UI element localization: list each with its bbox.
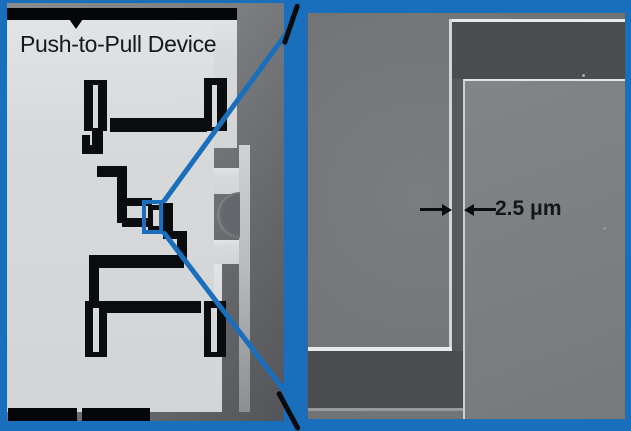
measurement-label: 2.5 μm	[495, 197, 562, 220]
frame-bridge-upper	[214, 168, 239, 194]
specimen-gap-right	[163, 203, 173, 239]
stair-cut-8	[177, 231, 187, 261]
indenter-notch	[217, 192, 240, 238]
flexure-beam-top-left	[93, 85, 98, 129]
alignment-notch-marker	[69, 19, 83, 29]
arrow-left-icon	[464, 204, 474, 216]
flexure-beam-bottom-left	[93, 308, 99, 352]
stair-cut-4	[117, 166, 127, 223]
sem-closeup-panel: 2.5 μm	[308, 13, 625, 419]
callout-line-upper-tip	[281, 3, 301, 46]
flexure-beam-bottom-right	[211, 308, 217, 352]
top-dark-strip	[7, 8, 237, 20]
arrow-right-shaft	[420, 208, 442, 211]
bottom-dark-strip-left	[8, 408, 77, 421]
shuttle-slot-bottom-bar-2	[99, 301, 201, 313]
stair-cut-1	[92, 128, 103, 151]
bottom-dark-strip-right	[82, 408, 150, 421]
sem-overview-panel: Push-to-Pull Device	[7, 3, 284, 421]
zoom-region-box	[142, 200, 163, 234]
recess-bottom	[308, 351, 463, 408]
specimen-gap-top	[148, 205, 168, 210]
edge-highlight-bottom	[308, 347, 452, 351]
stair-cut-3	[97, 166, 127, 177]
device-plate	[7, 14, 214, 412]
arrow-left-shaft	[474, 208, 496, 211]
recess-bottom-rim	[308, 408, 463, 411]
edge-highlight-top	[449, 19, 625, 22]
stair-cut-2	[82, 145, 103, 154]
frame-bridge-lower	[214, 240, 239, 264]
stair-cut-9	[89, 255, 99, 314]
dust-speck-1	[582, 74, 585, 77]
arrow-right-icon	[442, 204, 452, 216]
shuttle-slot-bottom-bar-1	[94, 255, 184, 268]
shuttle-slot-top-bar	[110, 118, 207, 132]
panel-title: Push-to-Pull Device	[20, 31, 217, 57]
stair-cut-hook	[82, 135, 90, 154]
stair-cut-7	[163, 231, 187, 239]
specimen-gap-bottom	[148, 226, 168, 231]
edge-highlight-vertical	[449, 19, 452, 352]
moving-block	[463, 79, 625, 419]
recess-top	[452, 22, 625, 79]
flexure-beam-top-right	[212, 85, 217, 127]
gap-slot	[452, 79, 463, 408]
fixed-frame-strip	[239, 145, 250, 412]
stair-cut-6	[122, 218, 152, 227]
dust-speck-2	[603, 227, 606, 230]
stair-cut-5	[122, 198, 152, 206]
specimen-gap-left	[148, 205, 153, 234]
